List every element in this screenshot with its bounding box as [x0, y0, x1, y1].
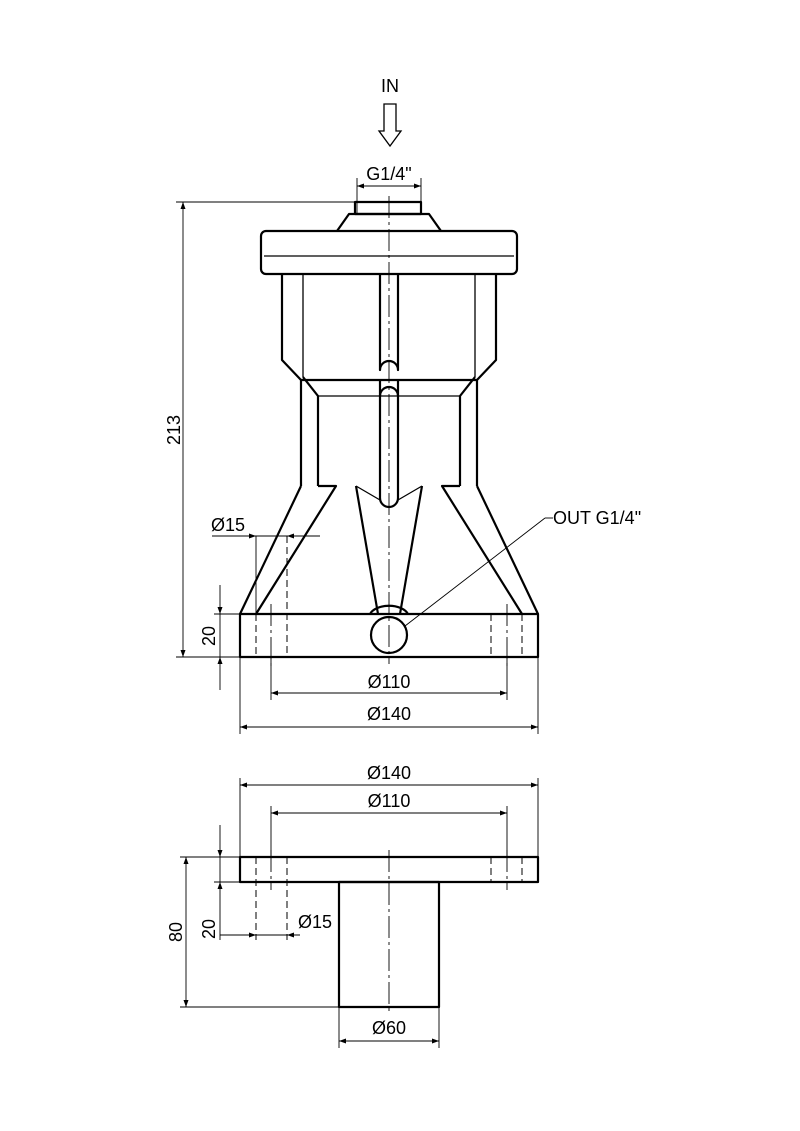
front-view: IN G1/4" — [164, 76, 641, 734]
internal-channel — [378, 274, 400, 509]
outlet-label: OUT G1/4" — [553, 508, 641, 528]
bottom-height-dimension-80: 80 — [166, 856, 339, 1008]
bolt-circle-label: Ø110 — [368, 672, 411, 692]
bottom-bolt-circle-dimension: Ø110 — [270, 791, 508, 857]
bottom-flange-diameter-label: Ø140 — [367, 763, 411, 783]
bolt-holes-hidden — [255, 536, 523, 667]
bottom-flange-diameter-dimension: Ø140 — [239, 763, 539, 857]
outlet-leader: OUT G1/4" — [404, 508, 641, 627]
inlet-arrow-icon — [377, 103, 403, 148]
flange-diameter-label: Ø140 — [367, 704, 411, 724]
flange-thickness-label: 20 — [199, 626, 219, 646]
inlet-thread-dimension: G1/4" — [356, 164, 422, 214]
hole-label-15: Ø15 — [211, 515, 245, 535]
height-label-213: 213 — [164, 415, 184, 445]
bottom-body-diameter-dimension: Ø60 — [338, 1007, 440, 1048]
bottom-bolt-holes-hidden — [255, 850, 523, 940]
bottom-height-label-80: 80 — [166, 922, 186, 942]
height-dimension-213: 213 — [164, 201, 355, 658]
bottom-flange-thickness-label: 20 — [199, 919, 219, 939]
bottom-hole-dimension-15: Ø15 — [220, 912, 332, 938]
inlet-thread-label: G1/4" — [366, 164, 411, 184]
bolt-circle-dimension: Ø110 — [270, 657, 508, 700]
bottom-hole-label-15: Ø15 — [298, 912, 332, 932]
bottom-view: Ø140 Ø110 — [166, 763, 540, 1048]
flange-thickness-dimension: 20 — [199, 585, 240, 690]
upper-body — [280, 274, 498, 486]
bottom-body — [337, 880, 441, 1009]
hole-dimension-15: Ø15 — [211, 515, 320, 614]
bottom-flange-thickness-dimension: 20 — [199, 825, 240, 940]
flange-diameter-dimension: Ø140 — [239, 657, 539, 734]
lower-cone — [239, 484, 539, 615]
bottom-body-diameter-label: Ø60 — [372, 1018, 406, 1038]
bottom-bolt-circle-label: Ø110 — [368, 791, 411, 811]
inlet-label: IN — [381, 76, 399, 96]
